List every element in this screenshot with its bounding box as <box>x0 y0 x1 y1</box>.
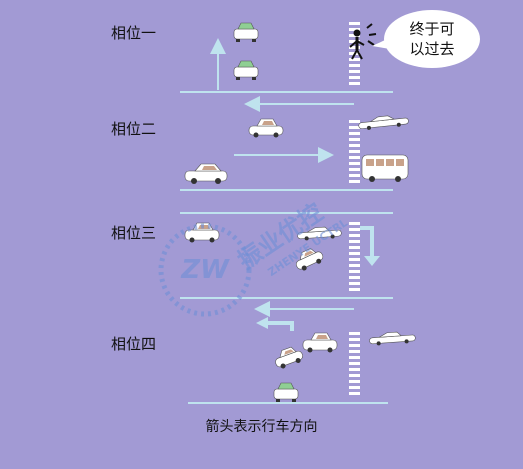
bus-icon <box>361 154 409 182</box>
phase-label-4: 相位四 <box>111 335 157 353</box>
car-icon <box>297 226 342 241</box>
car-icon <box>275 346 303 369</box>
car-icon <box>273 382 299 402</box>
zebra-crossing-3 <box>349 222 360 291</box>
car-icon <box>248 118 284 138</box>
phase-label-1: 相位一 <box>111 24 157 42</box>
car-icon <box>233 60 259 80</box>
arrow-turn-down-icon <box>360 226 374 258</box>
car-icon <box>184 163 228 184</box>
car-icon <box>302 332 338 353</box>
speech-bubble-line-1: 终于可 <box>409 20 455 38</box>
zebra-crossing-4 <box>349 332 360 395</box>
arrow-turn-left-icon <box>266 321 294 331</box>
car-icon <box>358 115 409 130</box>
arrow-turn-down-head <box>364 256 380 266</box>
car-icon <box>295 248 324 271</box>
zebra-crossing-2 <box>349 120 360 183</box>
caption: 箭头表示行车方向 <box>205 419 318 435</box>
phase-label-3: 相位三 <box>111 224 157 242</box>
arrow-turn-left-head <box>256 317 268 329</box>
watermark-logo: ZW <box>158 223 252 317</box>
speech-bubble <box>372 10 480 68</box>
phase-label-2: 相位二 <box>111 120 157 138</box>
watermark-logo-mark: ZW <box>180 255 230 285</box>
speech-bubble-line-2: 以过去 <box>409 40 455 58</box>
watermark-text: 振业优控 ZHENYE UCTRL <box>233 198 350 279</box>
pedestrian-icon <box>349 23 377 60</box>
car-icon <box>233 22 259 42</box>
car-icon <box>369 331 416 346</box>
